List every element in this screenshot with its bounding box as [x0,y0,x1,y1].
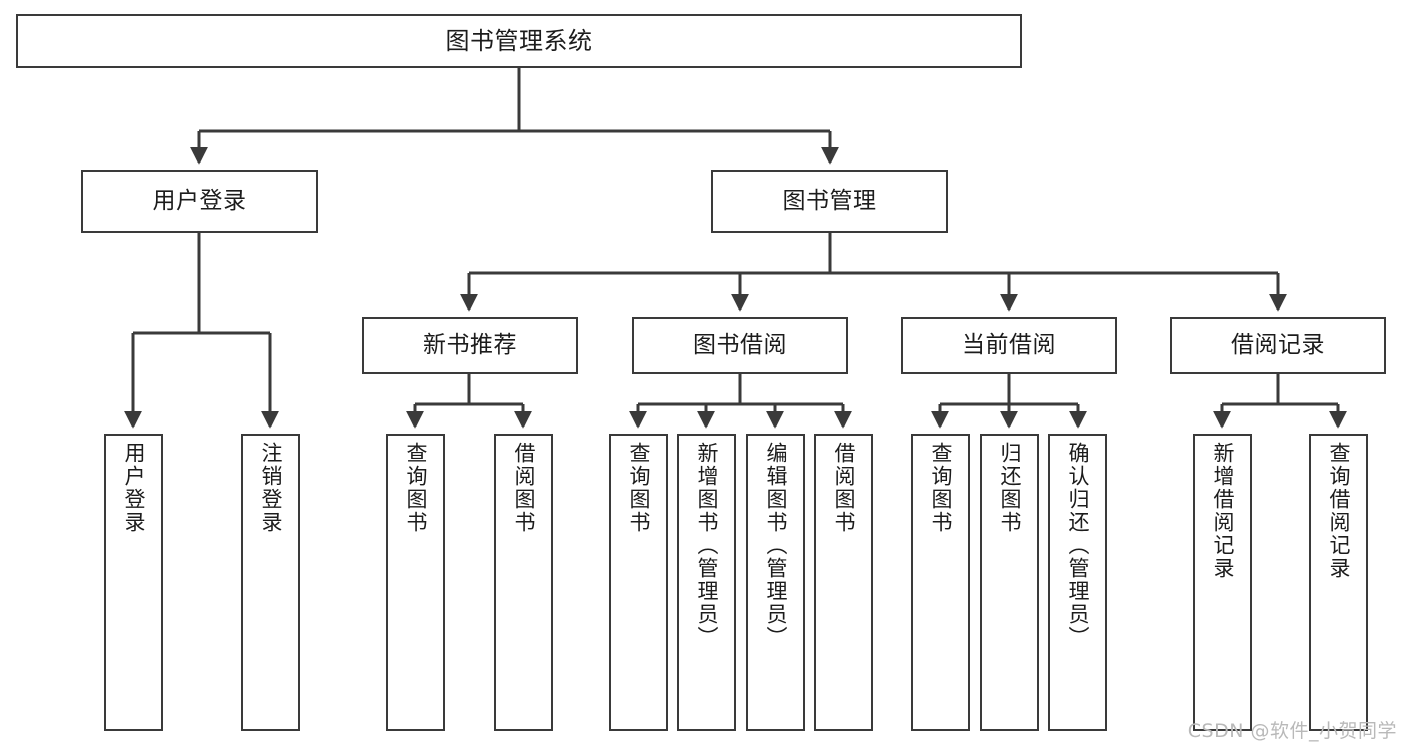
node-borrow-record[interactable]: 借阅记录 [1170,317,1386,374]
node-label: 归还图书 [998,442,1022,534]
node-current-borrow[interactable]: 当前借阅 [901,317,1117,374]
node-label: 注销登录 [259,442,283,534]
node-label: 查询图书 [404,442,428,534]
node-label: 查询借阅记录 [1327,442,1351,580]
leaf-confirm-return-admin[interactable]: 确认归还（管理员） [1048,434,1107,731]
node-label: 图书借阅 [693,331,787,358]
leaf-edit-book-admin[interactable]: 编辑图书（管理员） [746,434,805,731]
leaf-borrow-book-borrow[interactable]: 借阅图书 [814,434,873,731]
node-root-book-management-system[interactable]: 图书管理系统 [16,14,1022,68]
node-label: 查询图书 [627,442,651,534]
node-label: 新书推荐 [423,331,517,358]
leaf-add-borrow-record[interactable]: 新增借阅记录 [1193,434,1252,731]
leaf-add-book-admin[interactable]: 新增图书（管理员） [677,434,736,731]
node-label: 新增图书（管理员） [695,442,719,649]
node-user-login[interactable]: 用户登录 [81,170,318,233]
node-label: 编辑图书（管理员） [764,442,788,649]
leaf-user-login[interactable]: 用户登录 [104,434,163,731]
node-label: 查询图书 [929,442,953,534]
leaf-query-borrow-record[interactable]: 查询借阅记录 [1309,434,1368,731]
node-label: 用户登录 [122,442,146,534]
leaf-query-book-current[interactable]: 查询图书 [911,434,970,731]
node-label: 借阅图书 [512,442,536,534]
leaf-return-book[interactable]: 归还图书 [980,434,1039,731]
node-label: 图书管理系统 [445,26,593,55]
node-label: 确认归还（管理员） [1066,442,1090,649]
node-label: 借阅图书 [832,442,856,534]
leaf-query-book-borrow[interactable]: 查询图书 [609,434,668,731]
node-book-management[interactable]: 图书管理 [711,170,948,233]
node-label: 当前借阅 [962,331,1056,358]
leaf-logout-login[interactable]: 注销登录 [241,434,300,731]
node-label: 图书管理 [782,187,877,214]
leaf-query-book-recommend[interactable]: 查询图书 [386,434,445,731]
node-new-book-recommend[interactable]: 新书推荐 [362,317,578,374]
node-book-borrow[interactable]: 图书借阅 [632,317,848,374]
csdn-watermark: CSDN @软件_小贺同学 [1187,720,1397,742]
node-label: 用户登录 [152,187,247,214]
leaf-borrow-book-recommend[interactable]: 借阅图书 [494,434,553,731]
node-label: 新增借阅记录 [1211,442,1235,580]
node-label: 借阅记录 [1231,331,1325,358]
